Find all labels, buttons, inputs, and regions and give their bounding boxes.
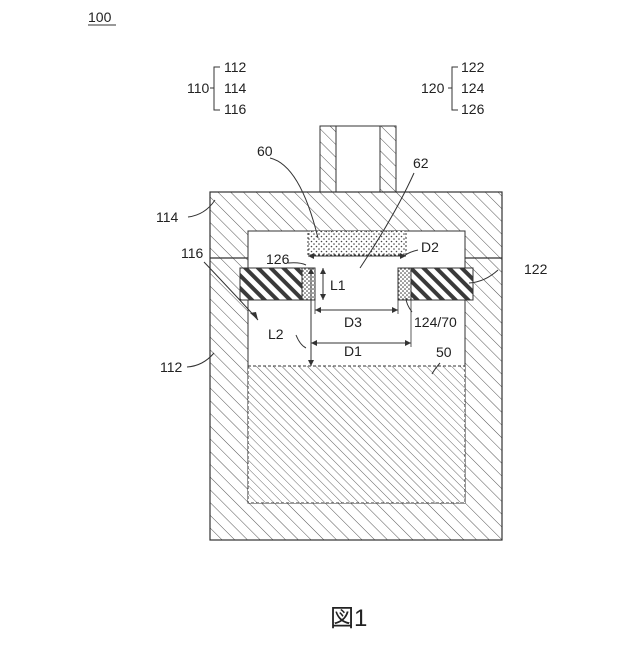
group-110: 110 112 114 116 <box>187 59 247 117</box>
group-110-member-114: 114 <box>224 80 247 96</box>
plate-122-left <box>240 268 302 300</box>
figure-caption: 図1 <box>330 605 367 632</box>
callout-116: 116 <box>181 245 204 261</box>
group-120-member-126: 126 <box>461 101 485 117</box>
callout-d3: D3 <box>344 314 362 330</box>
callout-d1: D1 <box>344 343 362 359</box>
callout-60: 60 <box>257 143 273 159</box>
callout-62: 62 <box>413 155 429 171</box>
group-110-label: 110 <box>187 80 210 96</box>
callout-126: 126 <box>266 251 290 267</box>
ring-124 <box>398 268 411 300</box>
pad-60 <box>308 231 406 255</box>
group-120-member-124: 124 <box>461 80 485 96</box>
liquid-region-50 <box>248 366 465 503</box>
group-110-member-112: 112 <box>224 59 247 75</box>
group-120: 120 122 124 126 <box>421 59 485 117</box>
callout-122: 122 <box>524 261 548 277</box>
callout-d2: D2 <box>421 239 439 255</box>
callout-50: 50 <box>436 344 452 360</box>
nozzle <box>320 126 396 192</box>
group-120-label: 120 <box>421 80 445 96</box>
callout-114: 114 <box>156 209 179 225</box>
callout-l2: L2 <box>268 326 284 342</box>
group-110-brace <box>210 67 220 110</box>
plate-122-right <box>411 268 473 300</box>
group-110-member-116: 116 <box>224 101 247 117</box>
callout-l1: L1 <box>330 277 346 293</box>
group-120-brace <box>448 67 458 110</box>
callout-112: 112 <box>160 359 183 375</box>
group-120-member-122: 122 <box>461 59 485 75</box>
figure-number: 100 <box>88 9 112 25</box>
callout-124-70: 124/70 <box>414 314 457 330</box>
